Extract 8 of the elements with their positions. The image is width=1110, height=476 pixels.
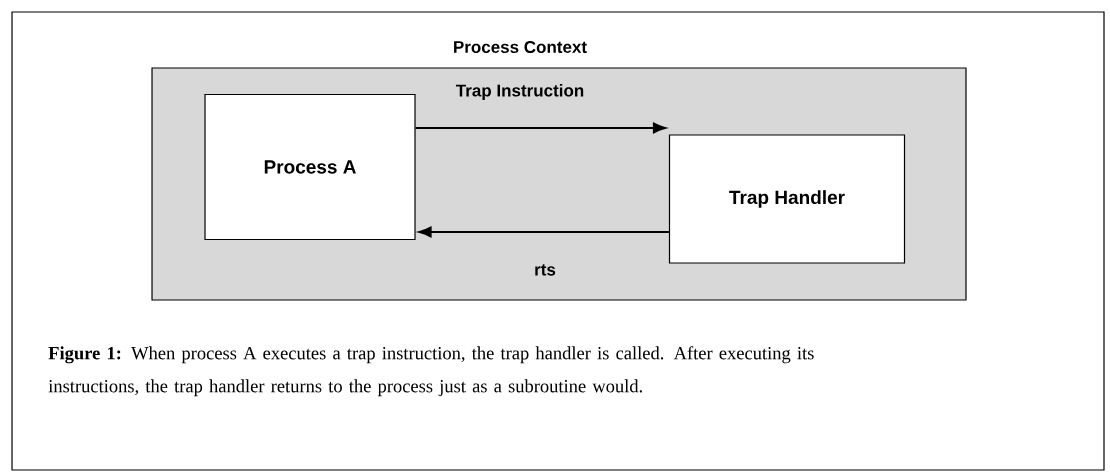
figure-caption: Figure 1: When process A executes a trap instruction, the trap handler is called. After executing its instructions, the trap handler returns to the process just as a subroutine would. — [48, 346, 814, 397]
arrow — [414, 122, 666, 134]
process-box: Process A — [204, 93, 416, 241]
process-box: Trap Handler — [668, 134, 906, 264]
arrow — [418, 226, 670, 238]
node-label: Process Context — [454, 40, 587, 54]
edge-label: rts — [532, 262, 558, 278]
edge-label: Trap Instruction — [453, 82, 587, 102]
